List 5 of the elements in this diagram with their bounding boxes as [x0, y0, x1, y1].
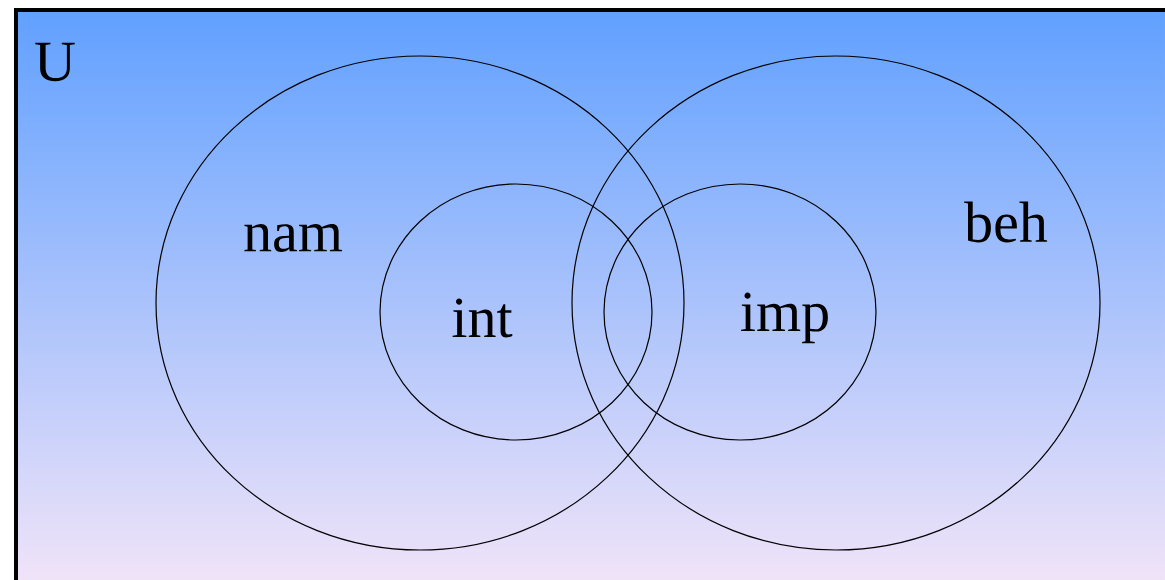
set-label: nam — [244, 224, 343, 252]
set-label: imp — [741, 292, 828, 344]
set-label: beh — [964, 201, 1048, 243]
set-label: U — [35, 42, 75, 82]
set-label: int — [452, 298, 513, 338]
